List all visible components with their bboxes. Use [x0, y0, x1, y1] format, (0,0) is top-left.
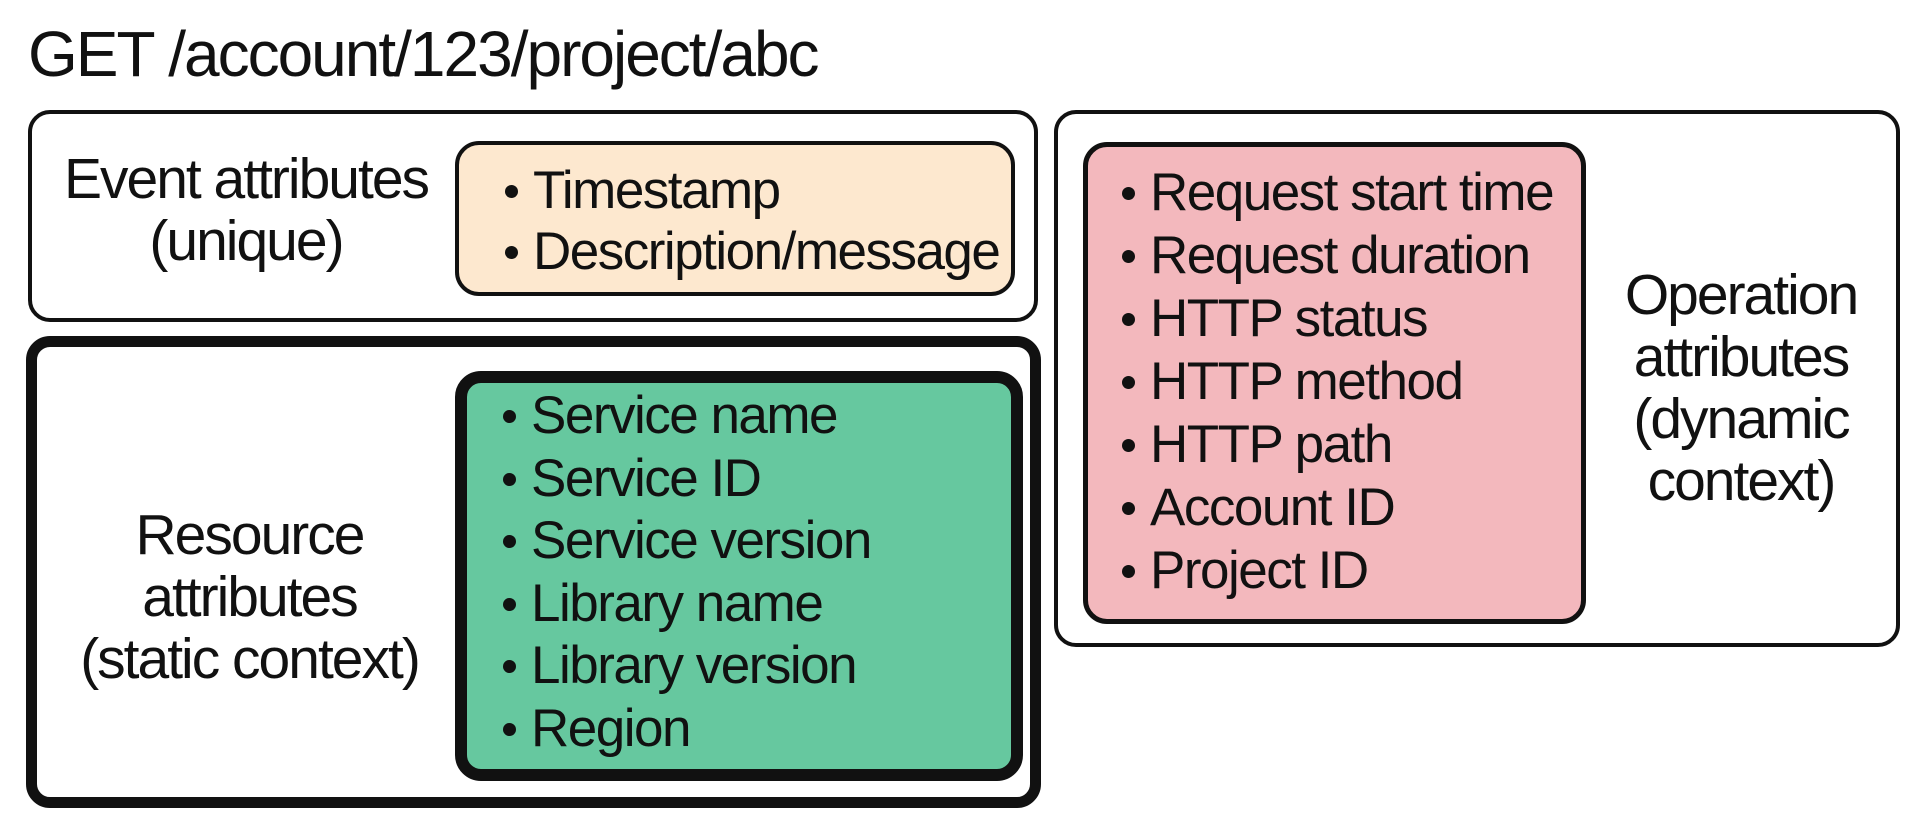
event-label-line: Event attributes: [63, 147, 430, 211]
resource-label-line: (static context): [80, 627, 421, 691]
operation-attribute-item: HTTP path: [1120, 413, 1581, 476]
event-attribute-item: Description/message: [503, 221, 1011, 282]
resource-label-line: Resource: [135, 503, 366, 567]
operation-attribute-item: HTTP status: [1120, 287, 1581, 350]
resource-attribute-item: Library name: [501, 573, 1011, 636]
resource-attribute-item: Service version: [501, 510, 1011, 573]
resource-attributes-list: Service name Service ID Service version …: [501, 385, 1011, 760]
operation-attribute-item: Account ID: [1120, 476, 1581, 539]
operation-attributes-box: Request start time Request duration HTTP…: [1054, 110, 1900, 647]
event-attributes-box: Event attributes (unique) Timestamp Desc…: [28, 110, 1038, 322]
request-title: GET /account/123/project/abc: [28, 18, 820, 90]
operation-attributes-label: Operation attributes (dynamic context): [1586, 264, 1896, 512]
event-attributes-panel: Timestamp Description/message: [455, 141, 1015, 296]
operation-attribute-item: Request duration: [1120, 224, 1581, 287]
operation-label-line: (dynamic: [1633, 387, 1850, 451]
event-label-line: (unique): [149, 209, 344, 273]
resource-attributes-label: Resource attributes (static context): [37, 504, 462, 690]
operation-attribute-item: Project ID: [1120, 539, 1581, 602]
resource-attributes-panel: Service name Service ID Service version …: [455, 371, 1023, 781]
operation-label-line: context): [1647, 449, 1837, 513]
resource-attribute-item: Region: [501, 698, 1011, 761]
operation-attributes-list: Request start time Request duration HTTP…: [1120, 161, 1581, 602]
operation-label-line: Operation: [1624, 263, 1859, 327]
operation-attribute-item: Request start time: [1120, 161, 1581, 224]
event-attributes-list: Timestamp Description/message: [503, 160, 1011, 282]
resource-attribute-item: Library version: [501, 635, 1011, 698]
resource-attribute-item: Service name: [501, 385, 1011, 448]
event-attributes-label: Event attributes (unique): [32, 148, 460, 272]
operation-attributes-panel: Request start time Request duration HTTP…: [1083, 142, 1586, 624]
operation-label-line: attributes: [1633, 325, 1850, 389]
resource-label-line: attributes: [142, 565, 358, 629]
resource-attributes-box: Resource attributes (static context) Ser…: [26, 336, 1041, 808]
event-attribute-item: Timestamp: [503, 160, 1011, 221]
resource-attribute-item: Service ID: [501, 448, 1011, 511]
operation-attribute-item: HTTP method: [1120, 350, 1581, 413]
